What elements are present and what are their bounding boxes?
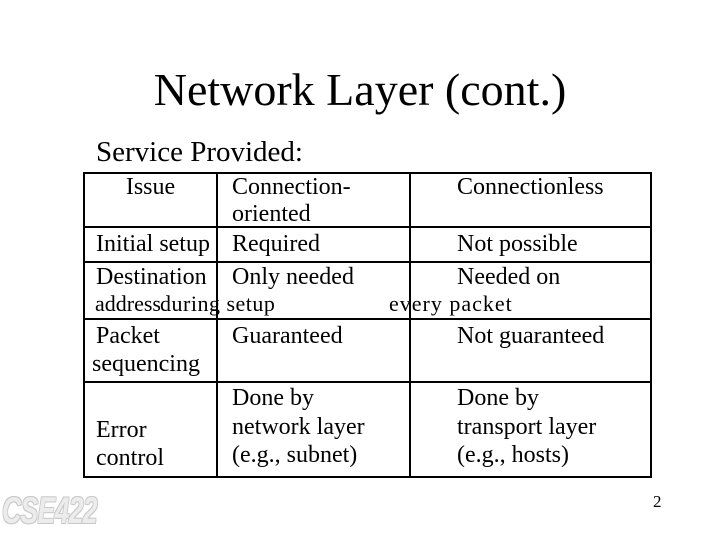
header-connection-oriented-line1: Connection- bbox=[232, 174, 351, 200]
cell-packet-cl: Not guaranteed bbox=[457, 323, 605, 349]
cell-destination-co-line2-overflow: during setup bbox=[160, 291, 276, 316]
cell-initial-setup-co: Required bbox=[232, 231, 320, 257]
page-number: 2 bbox=[653, 492, 662, 511]
cell-error-cl-line1: Done by bbox=[457, 385, 539, 411]
table-grid-hline-3 bbox=[83, 318, 652, 320]
cell-destination-cl-line1: Needed on bbox=[457, 264, 561, 290]
cell-destination-co-line1: Only needed bbox=[232, 264, 354, 290]
watermark: CSE422 bbox=[2, 490, 98, 531]
cell-packet-co: Guaranteed bbox=[232, 323, 343, 349]
cell-error-cl-line2: transport layer bbox=[457, 414, 597, 440]
cell-packet-line1: Packet bbox=[96, 323, 160, 349]
header-connection-oriented-line2: oriented bbox=[232, 201, 311, 227]
cell-error-cl-line3: (e.g., hosts) bbox=[457, 442, 569, 468]
table-grid-hline-2 bbox=[83, 261, 652, 263]
cell-destination-line2-overflow: address bbox=[95, 291, 161, 316]
cell-initial-setup: Initial setup bbox=[96, 231, 210, 257]
cell-destination-cl-line2-overflow: every packet bbox=[389, 291, 513, 316]
table-grid-vline-1 bbox=[216, 172, 218, 478]
cell-error-co-line1: Done by bbox=[232, 385, 314, 411]
cell-destination-line1: Destination bbox=[96, 264, 207, 290]
cell-packet-line2: sequencing bbox=[92, 351, 200, 377]
table-frame bbox=[83, 172, 652, 478]
table-grid-hline-1 bbox=[83, 226, 652, 228]
slide-subtitle: Service Provided: bbox=[96, 136, 303, 168]
cell-error-line2: control bbox=[96, 445, 164, 471]
table-grid-vline-2 bbox=[409, 172, 411, 478]
cell-error-co-line3: (e.g., subnet) bbox=[232, 442, 358, 468]
cell-initial-setup-cl: Not possible bbox=[457, 231, 578, 257]
cell-error-line1: Error bbox=[96, 417, 147, 443]
header-issue: Issue bbox=[125, 174, 176, 200]
cell-error-co-line2: network layer bbox=[232, 414, 365, 440]
table-grid-hline-4 bbox=[83, 381, 652, 383]
header-connectionless: Connectionless bbox=[457, 174, 604, 200]
slide-title: Network Layer (cont.) bbox=[153, 64, 567, 115]
